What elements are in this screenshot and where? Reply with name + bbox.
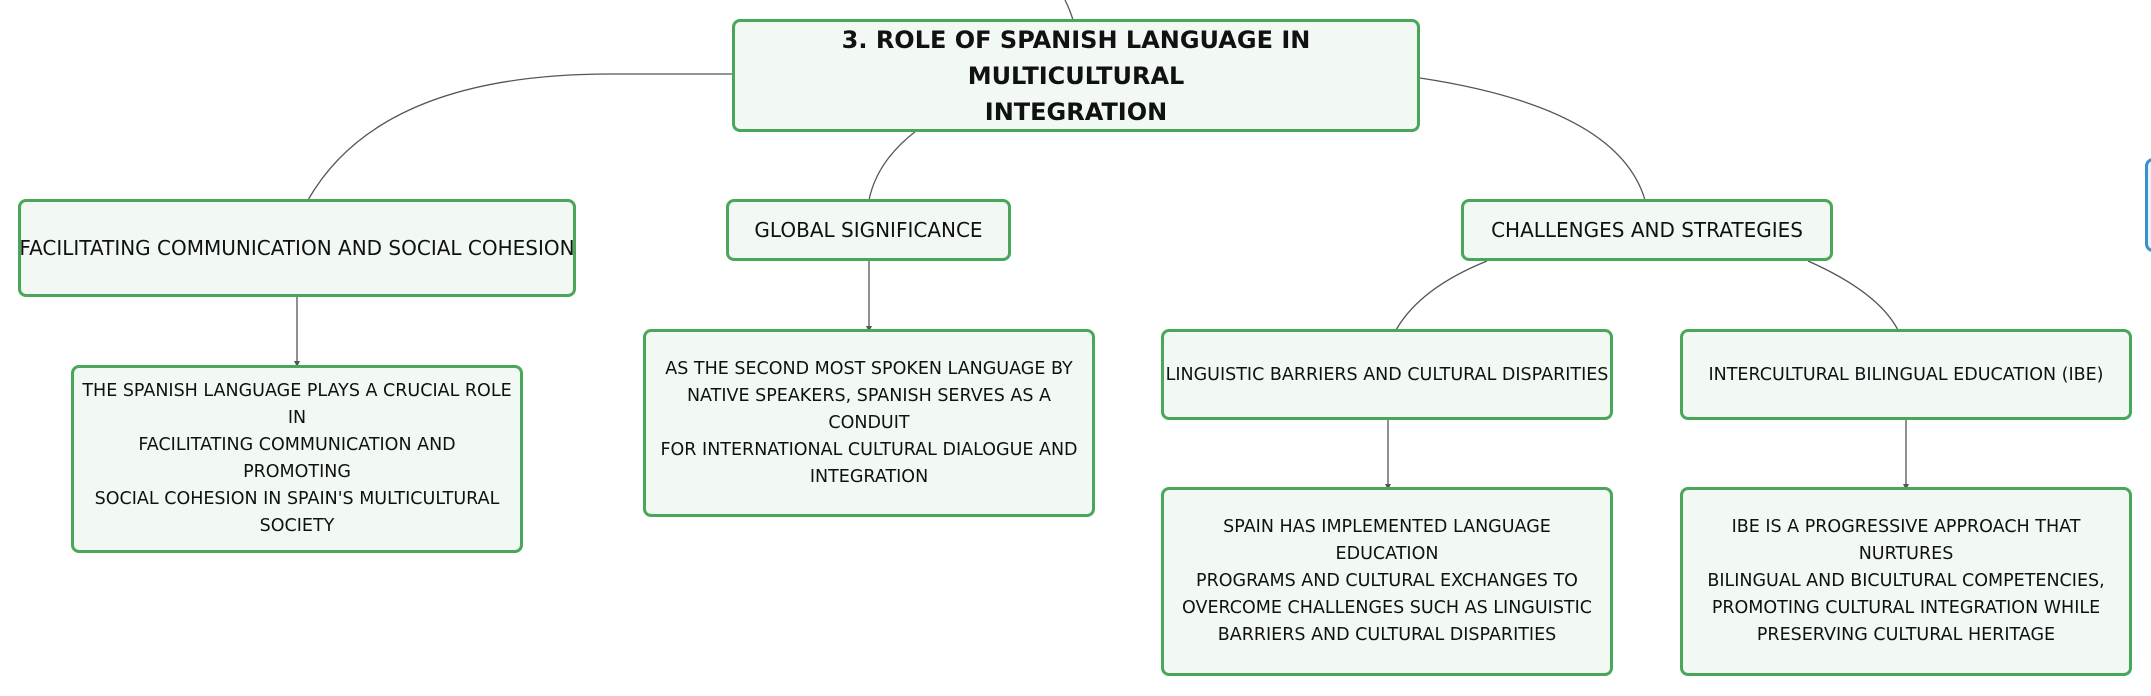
detail-line: IBE IS A PROGRESSIVE APPROACH THAT NURTU… [1731,517,2081,564]
connector-challenges-to-ibe [1807,260,1899,331]
central-topic-title-line-2: INTEGRATION [984,97,1168,126]
detail-line: OVERCOME CHALLENGES SUCH AS LINGUISTIC [1182,598,1592,618]
topic-global-significance[interactable]: GLOBAL SIGNIFICANCE [726,199,1011,261]
detail-line: SOCIAL COHESION IN SPAIN'S MULTICULTURAL [94,489,500,509]
detail-line: FACILITATING COMMUNICATION AND PROMOTING [138,435,456,482]
topic-facilitating-communication[interactable]: FACILITATING COMMUNICATION AND SOCIAL CO… [18,199,576,297]
subtopic-linguistic-barriers[interactable]: LINGUISTIC BARRIERS AND CULTURAL DISPARI… [1161,329,1613,420]
connector-challenges-to-linguistic [1395,260,1488,331]
offscreen-node-edge[interactable] [2145,158,2151,252]
detail-linguistic-barriers[interactable]: SPAIN HAS IMPLEMENTED LANGUAGE EDUCATION… [1161,487,1613,676]
detail-line: PRESERVING CULTURAL HERITAGE [1756,625,2056,645]
connector-root-to-challenges [1419,77,1646,201]
central-topic-title-line-1: 3. ROLE OF SPANISH LANGUAGE IN MULTICULT… [841,25,1311,90]
detail-global-significance[interactable]: AS THE SECOND MOST SPOKEN LANGUAGE BY NA… [643,329,1095,517]
arrowhead [294,361,300,367]
detail-line: AS THE SECOND MOST SPOKEN LANGUAGE BY [665,358,1073,379]
detail-intercultural-bilingual-education[interactable]: IBE IS A PROGRESSIVE APPROACH THAT NURTU… [1680,487,2132,676]
subtopic-label: INTERCULTURAL BILINGUAL EDUCATION (IBE) [1708,364,2104,385]
detail-line: THE SPANISH LANGUAGE PLAYS A CRUCIAL ROL… [82,381,512,428]
connector-root-to-global [868,130,917,201]
detail-line: BILINGUAL AND BICULTURAL COMPETENCIES, [1707,571,2105,591]
detail-line: SPAIN HAS IMPLEMENTED LANGUAGE EDUCATION [1223,517,1551,564]
topic-label: FACILITATING COMMUNICATION AND SOCIAL CO… [19,236,575,260]
detail-facilitating-communication[interactable]: THE SPANISH LANGUAGE PLAYS A CRUCIAL ROL… [71,365,523,553]
detail-line: NATIVE SPEAKERS, SPANISH SERVES AS A CON… [686,385,1052,433]
detail-line: PROMOTING CULTURAL INTEGRATION WHILE [1711,598,2101,618]
detail-line: FOR INTERNATIONAL CULTURAL DIALOGUE AND [660,439,1078,460]
detail-line: BARRIERS AND CULTURAL DISPARITIES [1217,625,1557,645]
connector-from-parent [1064,0,1074,21]
topic-challenges-and-strategies[interactable]: CHALLENGES AND STRATEGIES [1461,199,1833,261]
detail-line: PROGRAMS AND CULTURAL EXCHANGES TO [1196,571,1578,591]
subtopic-intercultural-bilingual-education[interactable]: INTERCULTURAL BILINGUAL EDUCATION (IBE) [1680,329,2132,420]
subtopic-label: LINGUISTIC BARRIERS AND CULTURAL DISPARI… [1165,364,1609,385]
detail-line: SOCIETY [259,516,335,536]
topic-label: GLOBAL SIGNIFICANCE [754,218,983,242]
connector-root-to-facilitating [307,73,734,201]
detail-line: INTEGRATION [809,466,929,487]
central-topic-node[interactable]: 3. ROLE OF SPANISH LANGUAGE IN MULTICULT… [732,19,1420,132]
topic-label: CHALLENGES AND STRATEGIES [1491,218,1803,242]
